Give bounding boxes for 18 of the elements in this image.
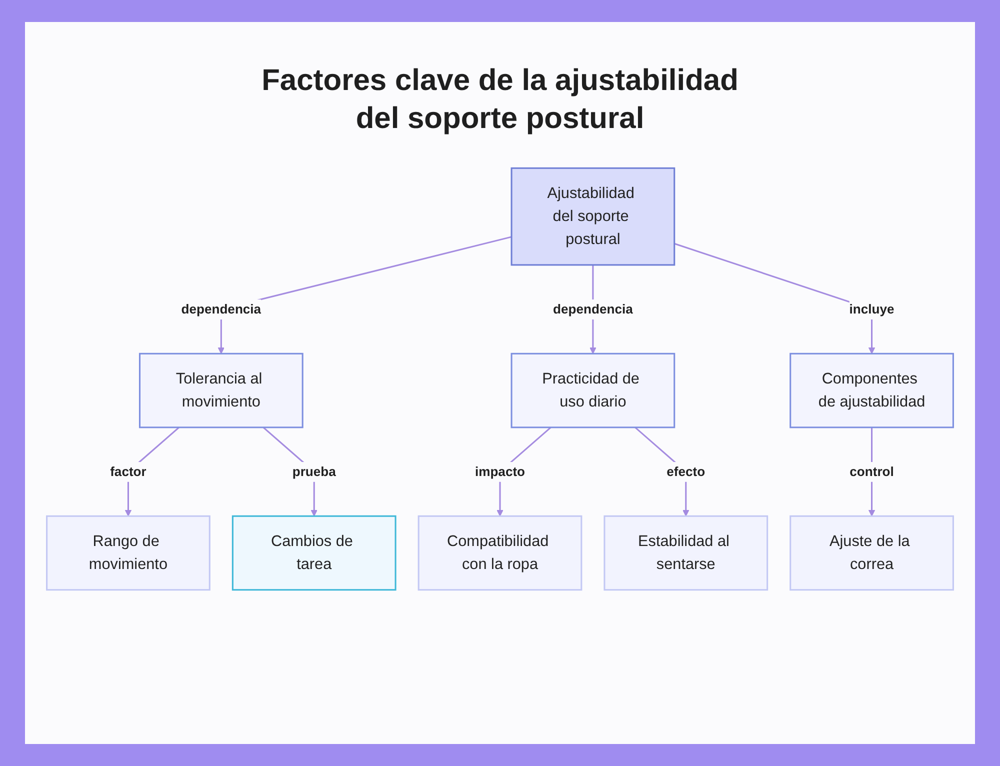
edge-label: efecto bbox=[666, 464, 706, 479]
node-box: Cambios de tarea bbox=[232, 515, 396, 591]
title: Factores clave de la ajustabilidad del soporte postural bbox=[260, 63, 740, 136]
edge-label: dependencia bbox=[553, 302, 633, 316]
edge-label: factor bbox=[110, 464, 146, 479]
node-box: Estabilidad al sentarse bbox=[604, 515, 768, 591]
edge-label: impacto bbox=[474, 464, 526, 479]
node-box: Ajuste de la correa bbox=[790, 515, 954, 591]
node-box: Ajustabilidad del soporte postural bbox=[510, 167, 676, 266]
node-box: Componentes de ajustabilidad bbox=[790, 352, 954, 428]
edge-label: control bbox=[850, 464, 894, 479]
node-box: Practicidad de uso diario bbox=[510, 352, 676, 428]
node-box: Tolerancia al movimiento bbox=[138, 352, 304, 428]
edge-label: incluye bbox=[849, 302, 894, 316]
edge-label: prueba bbox=[292, 464, 336, 479]
node-box: Compatibilidad con la ropa bbox=[418, 515, 582, 591]
edge-label: dependencia bbox=[181, 302, 262, 316]
node-box: Rango de movimiento bbox=[46, 515, 210, 591]
